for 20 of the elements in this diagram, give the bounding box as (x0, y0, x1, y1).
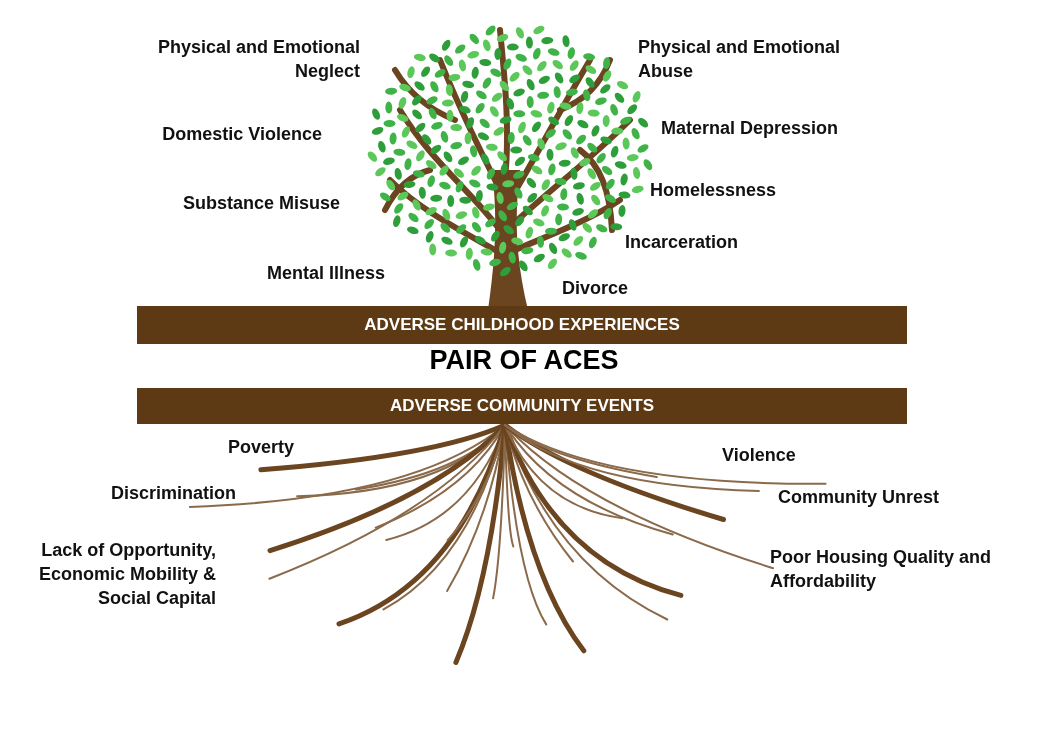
banner-band (137, 388, 907, 424)
experience-label: Homelessness (650, 179, 778, 202)
experience-label: Domestic Violence (161, 123, 322, 146)
experience-label: Poor Housing Quality and Affordability (770, 546, 992, 593)
experience-label: Lack of Opportunity, Economic Mobility & Social Capital (38, 539, 216, 610)
band-heading: ADVERSE CHILDHOOD EXPERIENCES (364, 315, 680, 335)
experience-label: Physical and Emotional Neglect (156, 36, 360, 83)
banner-band (137, 306, 907, 344)
experience-label: Incarceration (625, 231, 740, 254)
experience-label: Divorce (562, 277, 630, 300)
experience-label: Maternal Depression (661, 117, 840, 140)
experience-label: Substance Misuse (181, 192, 340, 215)
band-heading: ADVERSE COMMUNITY EVENTS (389, 396, 655, 416)
experience-label: Community Unrest (778, 486, 940, 509)
experience-label: Discrimination (109, 482, 236, 505)
experience-label: Violence (722, 444, 797, 467)
experience-label: Poverty (226, 436, 294, 459)
title: PAIR OF ACES (428, 345, 620, 376)
experience-label: Physical and Emotional Abuse (638, 36, 842, 83)
experience-label: Mental Illness (265, 262, 385, 285)
